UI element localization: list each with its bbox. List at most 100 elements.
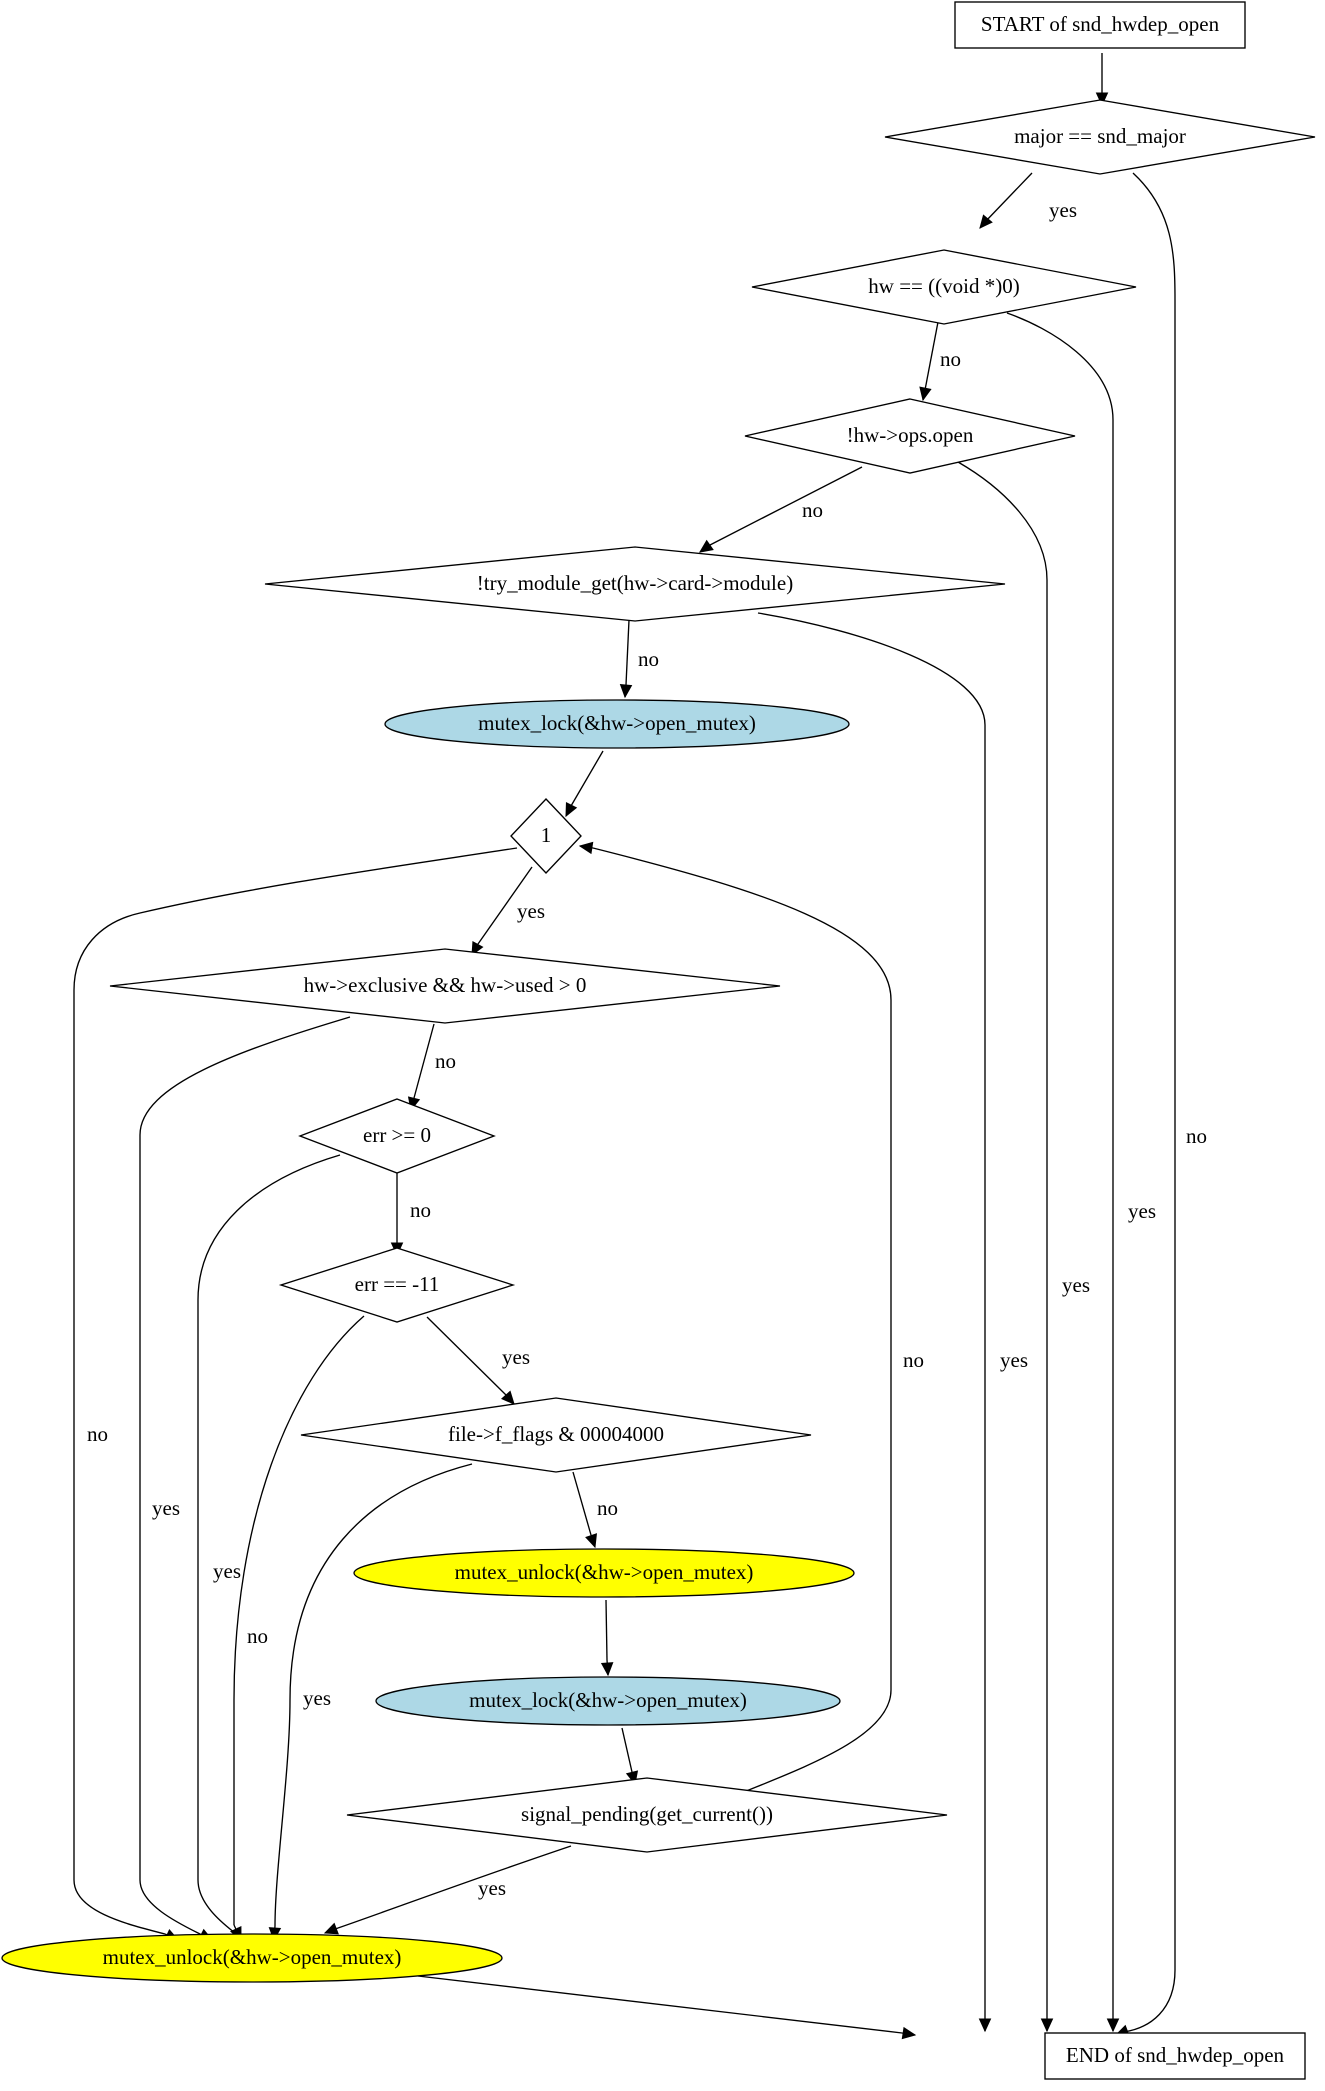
- edge-d_ops_open-to-d_try_module: [699, 466, 863, 553]
- ellipse-shape: [375, 1676, 841, 1726]
- edge-d_hw_null-to-end: [1006, 312, 1120, 2033]
- arrowhead: [919, 386, 932, 402]
- edge-label-no: no: [87, 1422, 108, 1446]
- edge-label-yes: yes: [1128, 1199, 1156, 1223]
- edge-d_hw_null-to-d_ops_open: [919, 321, 939, 402]
- edge-label-no: no: [802, 498, 823, 522]
- edge-line: [1006, 312, 1114, 2018]
- diamond-shape: [300, 1397, 812, 1473]
- node-label: START of snd_hwdep_open: [981, 12, 1220, 36]
- edge-line: [625, 619, 630, 686]
- edge-d_major-to-d_hw_null: [979, 172, 1033, 229]
- node-lock2: mutex_lock(&hw->open_mutex): [375, 1676, 841, 1726]
- arrowhead: [585, 1533, 598, 1549]
- box-shape: [954, 1, 1246, 49]
- node-label: err == -11: [355, 1272, 440, 1296]
- node-label: mutex_unlock(&hw->open_mutex): [103, 1945, 402, 1969]
- edge-line: [605, 1599, 608, 1661]
- node-unlock-final: mutex_unlock(&hw->open_mutex): [1, 1933, 503, 1983]
- node-lock1: mutex_lock(&hw->open_mutex): [384, 699, 850, 749]
- node-d-exclusive: hw->exclusive && hw->used > 0: [109, 948, 781, 1024]
- edge-line: [477, 866, 533, 945]
- edge-label-no: no: [940, 347, 961, 371]
- diamond-shape: [109, 948, 781, 1024]
- edge-line: [984, 172, 1033, 223]
- box-shape: [1044, 2032, 1306, 2080]
- edge-label-no: no: [1186, 1124, 1207, 1148]
- edge-label-yes: yes: [1000, 1348, 1028, 1372]
- arrowhead: [501, 1390, 515, 1405]
- edge-line: [621, 1727, 633, 1773]
- node-d-flags: file->f_flags & 00004000: [300, 1397, 812, 1473]
- edge-d_signal-to-d_loop: [578, 841, 892, 1793]
- diamond-shape: [884, 99, 1316, 175]
- edge-label-yes: yes: [1049, 198, 1077, 222]
- edge-line: [139, 1016, 351, 1935]
- node-label: file->f_flags & 00004000: [448, 1422, 664, 1446]
- node-label: err >= 0: [363, 1123, 431, 1147]
- edge-line: [709, 466, 863, 546]
- edge-unlock1-to-lock2: [600, 1599, 614, 1677]
- edge-label-yes: yes: [1062, 1273, 1090, 1297]
- node-d-hw-null: hw == ((void *)0): [751, 249, 1137, 325]
- ellipse-shape: [1, 1933, 503, 1983]
- edge-d_err_eq-to-d_flags: [426, 1316, 515, 1405]
- edge-label-no: no: [597, 1496, 618, 1520]
- node-label: major == snd_major: [1014, 124, 1186, 148]
- node-d-signal: signal_pending(get_current()): [346, 1777, 948, 1853]
- arrowhead: [1095, 92, 1109, 107]
- node-label: END of snd_hwdep_open: [1066, 2043, 1285, 2067]
- diamond-shape: [264, 546, 1006, 622]
- arrowhead: [578, 841, 594, 855]
- edge-d_try_module-to-lock1: [619, 619, 633, 699]
- edge-d_flags-to-unlock1: [572, 1471, 598, 1549]
- edge-label-yes: yes: [213, 1559, 241, 1583]
- edge-lock1-to-d_loop: [565, 750, 604, 818]
- edge-line: [592, 847, 892, 1793]
- edge-line: [233, 1315, 365, 1925]
- edge-label-no: no: [638, 647, 659, 671]
- edge-line: [924, 321, 939, 391]
- edge-line: [73, 847, 518, 1935]
- edge-line: [413, 1023, 435, 1099]
- edge-label-no: no: [410, 1198, 431, 1222]
- edge-line: [426, 1316, 507, 1396]
- edge-label-no: no: [435, 1049, 456, 1073]
- edge-line: [197, 1154, 341, 1934]
- arrowhead: [901, 2026, 917, 2040]
- edge-start-to-d_major: [1095, 53, 1109, 107]
- edge-line: [337, 1845, 572, 1929]
- edge-label-yes: yes: [517, 899, 545, 923]
- node-label: 1: [541, 823, 552, 847]
- node-d-loop: 1: [510, 798, 582, 874]
- diamond-shape: [346, 1777, 948, 1853]
- arrowhead: [600, 1662, 614, 1677]
- edge-d_signal-to-unlock_final: [323, 1845, 572, 1935]
- node-label: signal_pending(get_current()): [521, 1802, 773, 1826]
- node-label: hw->exclusive && hw->used > 0: [304, 973, 587, 997]
- edges-layer: [73, 53, 1176, 2040]
- edge-line: [572, 1471, 592, 1536]
- edge-label-yes: yes: [152, 1496, 180, 1520]
- arrowhead: [978, 2018, 992, 2033]
- edge-line: [957, 461, 1048, 2018]
- arrowhead: [979, 214, 993, 229]
- edge-line: [274, 1463, 473, 1927]
- edge-d_try_module-to-end: [757, 612, 992, 2033]
- edge-label-yes: yes: [478, 1876, 506, 1900]
- node-end: END of snd_hwdep_open: [1044, 2032, 1306, 2080]
- node-label: hw == ((void *)0): [868, 274, 1019, 298]
- arrowhead: [1106, 2018, 1120, 2033]
- node-d-major: major == snd_major: [884, 99, 1316, 175]
- edge-unlock_final-to-end: [417, 1975, 917, 2040]
- node-label: !hw->ops.open: [847, 423, 974, 447]
- node-start: START of snd_hwdep_open: [954, 1, 1246, 49]
- node-d-try-module: !try_module_get(hw->card->module): [264, 546, 1006, 622]
- edge-label-yes: yes: [502, 1345, 530, 1369]
- node-label: mutex_lock(&hw->open_mutex): [478, 711, 756, 735]
- ellipse-shape: [384, 699, 850, 749]
- diamond-shape: [510, 798, 582, 874]
- diamond-shape: [751, 249, 1137, 325]
